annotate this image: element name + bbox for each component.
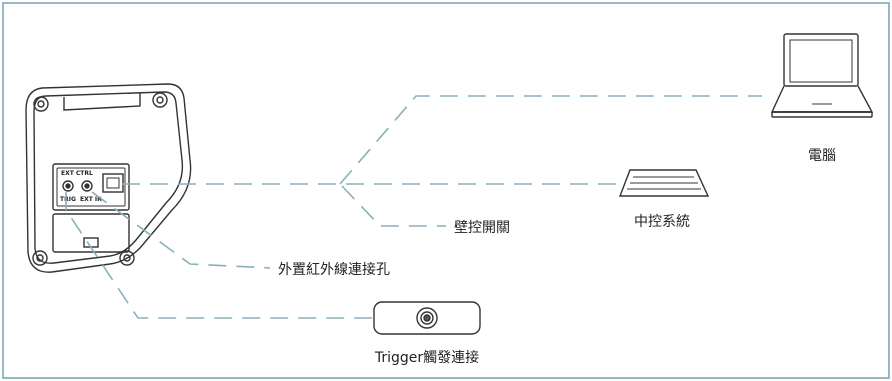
trig-jack-label: TRIG	[60, 196, 76, 203]
lower-hatch	[52, 213, 130, 253]
mount-hole-tl	[33, 96, 49, 112]
line-to-trigger	[65, 192, 372, 319]
ext-ctrl-label: EXT CTRL	[61, 170, 93, 177]
line-to-computer	[339, 95, 762, 185]
device-top-bracket	[63, 93, 141, 111]
device-back-panel	[25, 83, 192, 273]
ext-ir-jack	[81, 180, 93, 192]
label-computer: 電腦	[808, 148, 836, 164]
trigger-sensor-icon	[373, 301, 481, 335]
connector-lines	[65, 95, 762, 319]
connector-plate	[52, 163, 130, 211]
mount-hole-br	[119, 250, 135, 266]
line-to-wall-control	[341, 185, 446, 227]
trig-jack	[62, 180, 74, 192]
label-ir-port: 外置紅外線連接孔	[278, 261, 390, 278]
rj45-port	[102, 173, 124, 193]
keyboard-icon	[618, 169, 710, 197]
mount-hole-bl	[32, 250, 48, 266]
label-wall-control: 壁控開關	[454, 220, 510, 236]
label-central-control: 中控系統	[634, 214, 690, 230]
laptop-icon	[770, 33, 874, 118]
device-outer-shell	[25, 83, 192, 273]
mount-hole-tr	[152, 92, 168, 108]
device-inner-shell	[33, 91, 184, 264]
ext-ir-jack-label: EXT IR	[80, 196, 102, 203]
hatch-tab	[83, 237, 99, 248]
line-to-ir-port	[91, 191, 271, 269]
label-trigger: Trigger觸發連接	[374, 349, 479, 366]
